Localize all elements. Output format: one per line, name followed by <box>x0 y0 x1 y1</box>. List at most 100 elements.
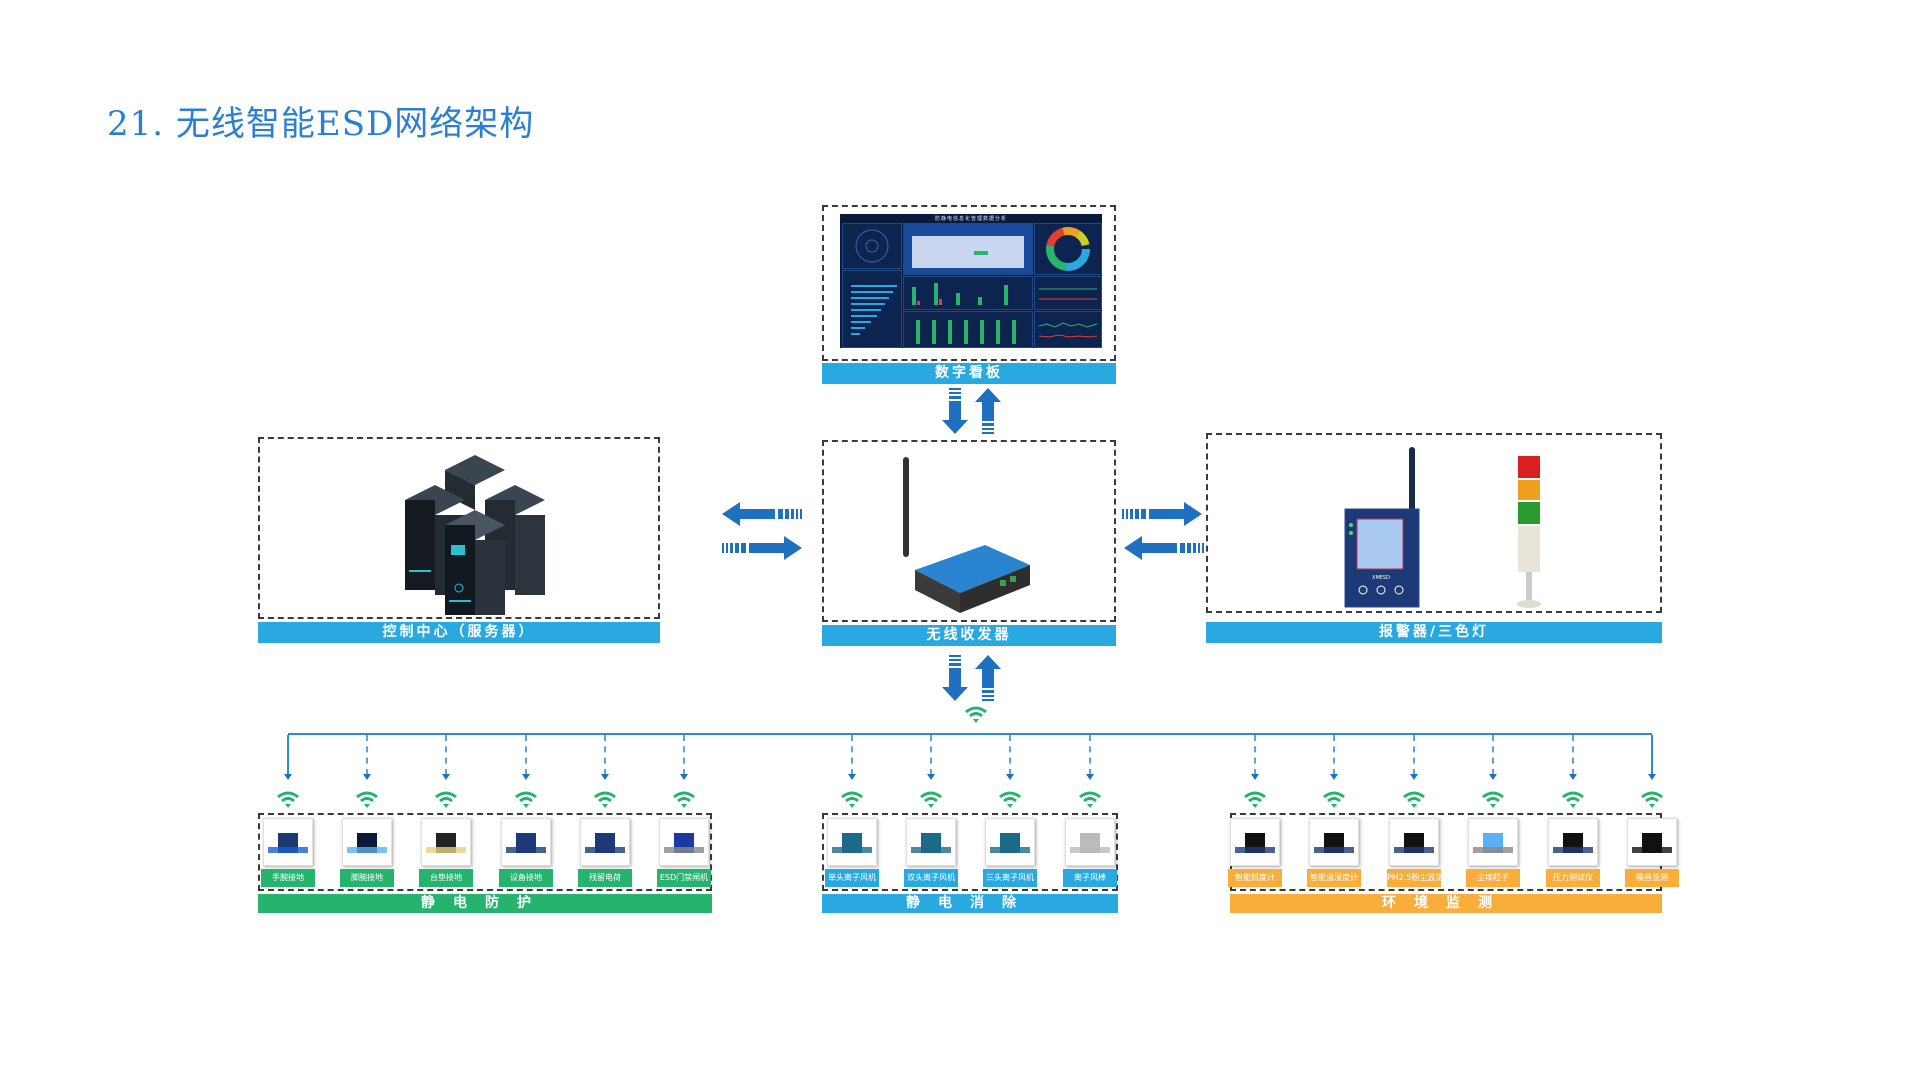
device-label: 智能照度计 <box>1228 869 1282 887</box>
device-drop-line <box>1651 735 1653 775</box>
device-label: 脚腕接地 <box>340 869 394 887</box>
dashboard-frame <box>822 205 1116 361</box>
alarm-frame <box>1206 433 1662 613</box>
double-arrow-icon <box>1122 502 1204 560</box>
alarm-brand: XMESD <box>1372 575 1390 581</box>
device-drop-line <box>930 735 932 775</box>
wifi-icon <box>434 790 458 808</box>
device-image <box>1627 818 1677 866</box>
device-label: 压力测试仪 <box>1546 869 1600 887</box>
wifi-icon <box>1243 790 1267 808</box>
page-title: 21. 无线智能ESD网络架构 <box>107 104 535 144</box>
device-label: 设备接地 <box>499 869 553 887</box>
dashboard-screen-image: 防静电信息化管理数据分析 <box>840 214 1102 348</box>
arrow-down-icon <box>680 774 688 780</box>
device-drop-line <box>604 735 606 775</box>
device-drop-line <box>851 735 853 775</box>
control-center-label: 控制中心（服务器） <box>258 622 660 643</box>
device-image <box>659 818 709 866</box>
dashboard-panel <box>1034 276 1102 310</box>
device-label: ESD门禁闸机 <box>657 869 711 887</box>
device-image <box>421 818 471 866</box>
device-drop-line <box>525 735 527 775</box>
tri-color-light-icon <box>1517 456 1541 608</box>
arrow-down-icon <box>1006 774 1014 780</box>
device-group-category-bar: 静电消除 <box>822 894 1118 913</box>
arrow-down-icon <box>284 774 292 780</box>
wifi-icon <box>1561 790 1585 808</box>
device-image <box>985 818 1035 866</box>
arrow-down-icon <box>1330 774 1338 780</box>
wifi-icon <box>276 790 300 808</box>
device-drop-line <box>1572 735 1574 775</box>
device-image <box>263 818 313 866</box>
server-rack-icon <box>405 455 545 615</box>
arrow-down-icon <box>363 774 371 780</box>
transceiver-frame <box>822 440 1116 622</box>
device-drop-line <box>1492 735 1494 775</box>
double-arrow-icon <box>942 655 1001 701</box>
device-drop-line <box>1254 735 1256 775</box>
device-image <box>580 818 630 866</box>
device-drop-line <box>1413 735 1415 775</box>
device-label: 三头离子风机 <box>983 869 1037 887</box>
wifi-icon <box>919 790 943 808</box>
device-group-frame <box>822 813 1118 891</box>
dashboard-panel <box>903 311 1033 348</box>
arrow-down-icon <box>1086 774 1094 780</box>
device-group-category-bar: 环境监测 <box>1230 894 1662 913</box>
device-image <box>1309 818 1359 866</box>
wifi-icon <box>998 790 1022 808</box>
device-label: 单头离子风机 <box>825 869 879 887</box>
wifi-icon <box>1322 790 1346 808</box>
device-drop-line <box>366 735 368 775</box>
arrow-down-icon <box>1489 774 1497 780</box>
wifi-icon <box>840 790 864 808</box>
transceiver-label: 无线收发器 <box>822 625 1116 646</box>
dashboard-panel <box>842 223 902 269</box>
device-label: 手腕接地 <box>261 869 315 887</box>
dashboard-label: 数字看板 <box>822 363 1116 384</box>
wifi-icon <box>514 790 538 808</box>
device-image <box>827 818 877 866</box>
distribution-bus-line <box>288 733 1652 735</box>
device-drop-line <box>445 735 447 775</box>
device-label: PM2.5粉尘监测 <box>1387 869 1441 887</box>
device-label: 智能温湿度计 <box>1307 869 1361 887</box>
wifi-icon <box>965 706 987 723</box>
arrow-down-icon <box>927 774 935 780</box>
device-group-category-bar: 静电防护 <box>258 894 712 913</box>
wifi-icon <box>1402 790 1426 808</box>
alarm-device-icon: XMESD <box>1344 447 1420 608</box>
dashboard-panel <box>903 223 1033 275</box>
device-label: 双头离子风机 <box>904 869 958 887</box>
dashboard-panel <box>1034 223 1102 275</box>
device-image <box>1065 818 1115 866</box>
arrow-down-icon <box>1251 774 1259 780</box>
device-label: 噪音监测 <box>1625 869 1679 887</box>
arrow-down-icon <box>522 774 530 780</box>
device-image <box>1548 818 1598 866</box>
wifi-icon <box>1640 790 1664 808</box>
arrow-down-icon <box>1648 774 1656 780</box>
device-label: 尘埃粒子 <box>1466 869 1520 887</box>
double-arrow-icon <box>722 502 802 560</box>
dashboard-panel <box>903 276 1033 310</box>
wifi-icon <box>1481 790 1505 808</box>
wifi-icon <box>355 790 379 808</box>
dashboard-panel <box>842 270 902 348</box>
device-label: 台垫接地 <box>419 869 473 887</box>
arrow-down-icon <box>601 774 609 780</box>
double-arrow-icon <box>942 388 1001 434</box>
device-group-frame <box>258 813 712 891</box>
arrow-down-icon <box>848 774 856 780</box>
device-label: 残留电荷 <box>578 869 632 887</box>
wifi-icon <box>672 790 696 808</box>
alarm-label: 报警器/三色灯 <box>1206 622 1662 643</box>
device-image <box>906 818 956 866</box>
wifi-icon <box>1078 790 1102 808</box>
device-drop-line <box>287 735 289 775</box>
device-label: 离子风棒 <box>1063 869 1117 887</box>
device-image <box>1389 818 1439 866</box>
control-center-frame <box>258 437 660 619</box>
